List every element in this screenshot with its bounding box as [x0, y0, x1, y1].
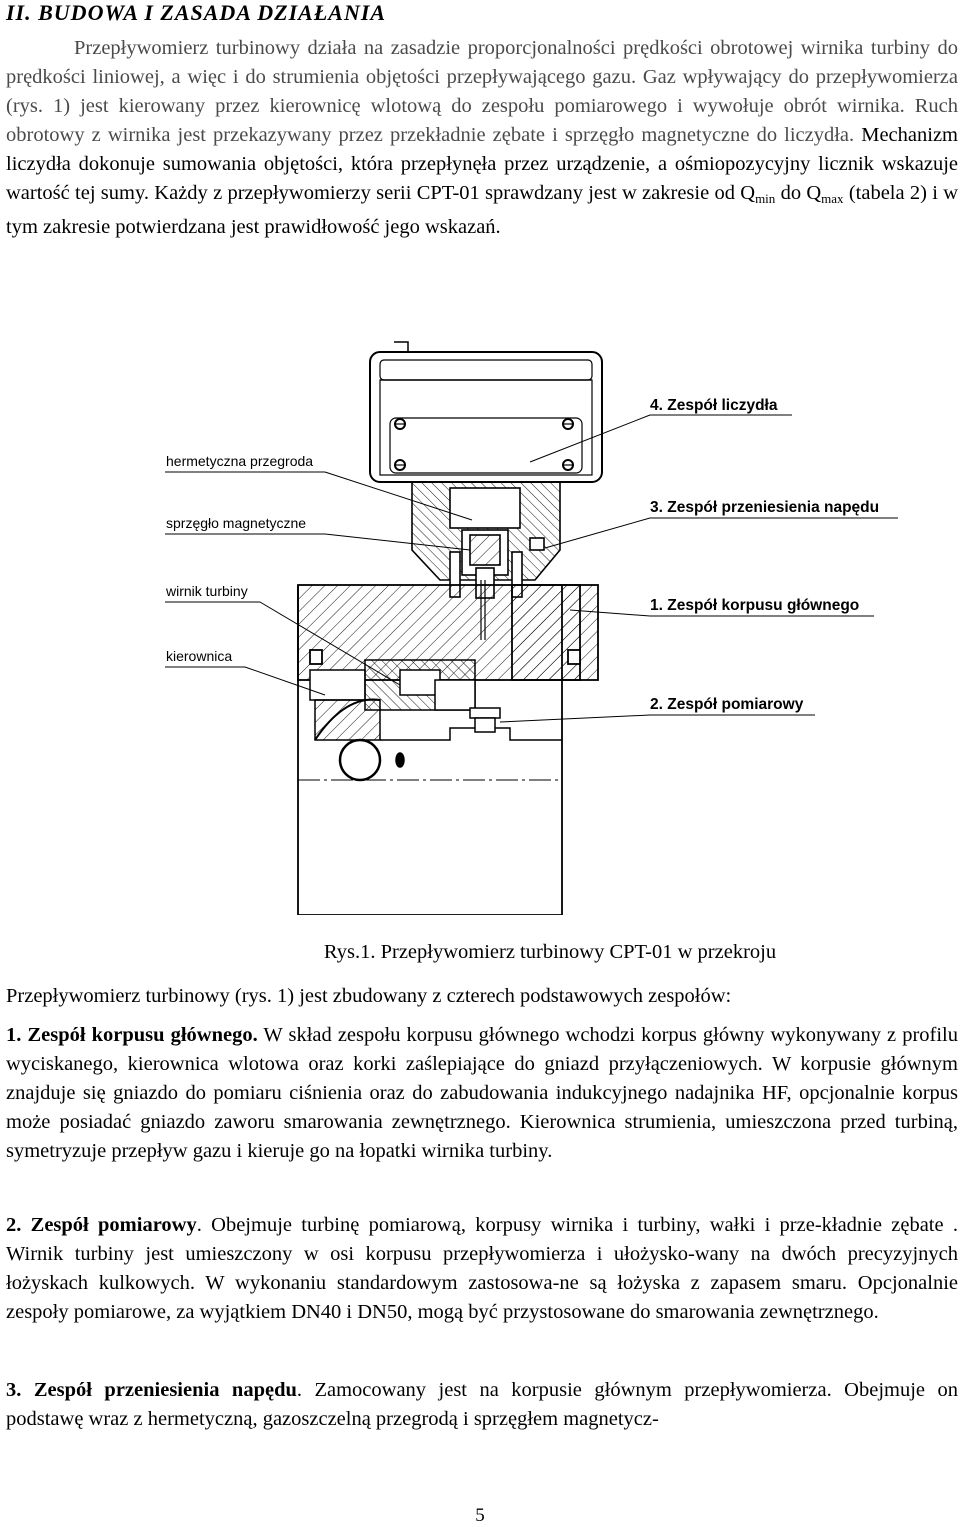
section-main-body-title: 1. Zespół korpusu głównego. — [6, 1024, 258, 1046]
label-guide-vane: kierownica — [166, 648, 232, 664]
label-main-body-assembly: 1. Zespół korpusu głównego — [650, 597, 859, 614]
intro-paragraph: Przepływomierz turbinowy działa na zasad… — [6, 34, 958, 242]
label-measurement-assembly: 2. Zespół pomiarowy — [650, 696, 804, 713]
intro-text-part3: do Q — [775, 182, 822, 204]
section-measurement-title: 2. Zespół pomiarowy — [6, 1214, 197, 1236]
label-turbine-rotor: wirnik turbiny — [165, 583, 248, 599]
label-hermetic-partition: hermetyczna przegroda — [166, 453, 313, 469]
section-drive-title: 3. Zespół przeniesienia napędu — [6, 1379, 297, 1401]
qmax-subscript: max — [821, 191, 844, 206]
page-number: 5 — [475, 1505, 485, 1526]
label-drive-assembly: 3. Zespół przeniesienia napędu — [650, 499, 879, 516]
section-main-body-text: W skład zespołu korpusu głównego wchodzi… — [6, 1024, 958, 1162]
label-counter-assembly: 4. Zespół liczydła — [650, 397, 778, 414]
counter-housing — [369, 341, 603, 483]
section-drive: 3. Zespół przeniesienia napędu. Zamocowa… — [6, 1376, 958, 1434]
section-heading: II. BUDOWA I ZASADA DZIAŁANIA — [6, 0, 387, 25]
qmin-subscript: min — [755, 191, 776, 206]
intro-text-part4: (tabela 2) i w tym zakresie potwierdzana… — [6, 182, 958, 238]
measurement-assembly — [309, 659, 562, 782]
list-intro: Przepływomierz turbinowy (rys. 1) jest z… — [6, 985, 732, 1007]
intro-text-part1: Przepływomierz turbinowy działa na zasad… — [6, 37, 958, 146]
section-measurement-text: . Obejmuje turbinę pomiarową, korpusy wi… — [6, 1214, 959, 1323]
section-drive-text: . Zamocowany jest na korpusie głównym pr… — [6, 1379, 959, 1430]
label-magnetic-coupling: sprzęgło magnetyczne — [166, 515, 306, 531]
drive-transmission-block — [411, 481, 561, 640]
flowmeter-cross-section-figure: 4. Zespół liczydła hermetyczna przegroda… — [165, 341, 898, 915]
section-main-body: 1. Zespół korpusu głównego. W skład zesp… — [6, 1021, 958, 1166]
figure-caption: Rys.1. Przepływomierz turbinowy CPT-01 w… — [323, 941, 777, 963]
leader-lines — [165, 414, 898, 723]
section-measurement: 2. Zespół pomiarowy. Obejmuje turbinę po… — [6, 1211, 958, 1327]
intro-text-part2: Mechanizm liczydła dokonuje sumowania ob… — [6, 124, 958, 204]
